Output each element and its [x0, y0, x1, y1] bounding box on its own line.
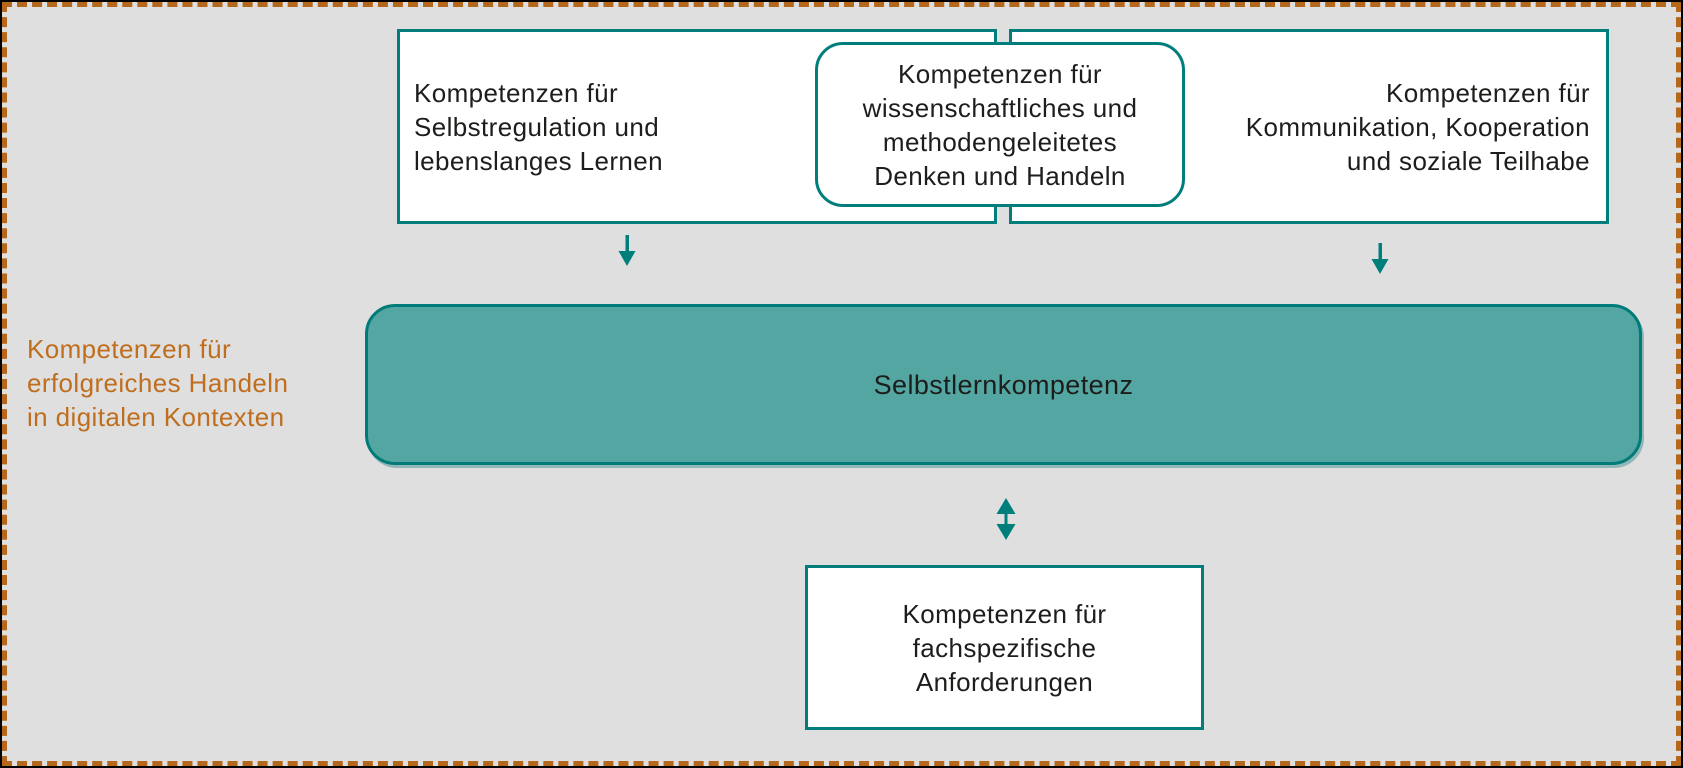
arrow-up-down-icon: [996, 498, 1016, 540]
diagram-caption: Kompetenzen für erfolgreiches Handeln in…: [27, 334, 289, 432]
arrow-down-icon: [618, 235, 636, 266]
box-selbstregulation-label: Kompetenzen für Selbstregulation und leb…: [414, 77, 664, 176]
box-selbstlernkompetenz-label: Selbstlernkompetenz: [873, 369, 1134, 400]
box-wissenschaftliches-denken: Kompetenzen für wissenschaftliches und m…: [815, 42, 1185, 207]
box-kommunikation-label: Kompetenzen für Kommunikation, Kooperati…: [1245, 77, 1590, 176]
arrow-down-icon: [1371, 243, 1389, 274]
box-fachspezifische-anforderungen-label: Kompetenzen für fachspezifische Anforder…: [902, 598, 1107, 697]
box-fachspezifische-anforderungen: Kompetenzen für fachspezifische Anforder…: [805, 565, 1204, 730]
box-selbstlernkompetenz: Selbstlernkompetenz: [365, 304, 1642, 465]
box-wissenschaftliches-denken-label: Kompetenzen für wissenschaftliches und m…: [862, 58, 1138, 191]
